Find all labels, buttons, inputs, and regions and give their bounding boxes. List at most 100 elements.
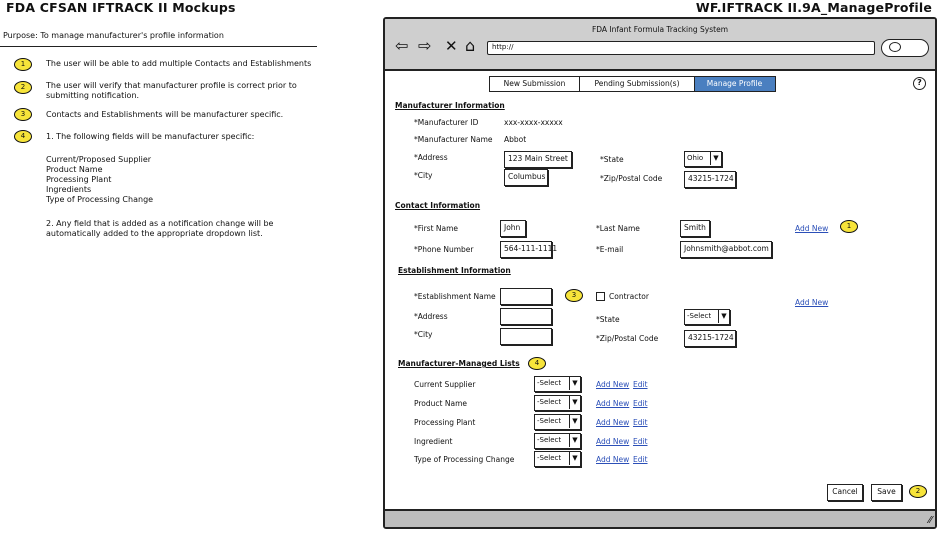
address-field[interactable]: 123 Main Street (504, 151, 572, 168)
email-label: *E-mail (596, 245, 624, 254)
processing-plant-edit-link[interactable]: Edit (633, 418, 648, 427)
tab-new-submission[interactable]: New Submission (488, 76, 581, 92)
ingredient-edit-link[interactable]: Edit (633, 437, 648, 446)
status-bar: ⁄⁄ (385, 509, 935, 527)
last-name-label: *Last Name (596, 224, 640, 233)
contractor-label: Contractor (609, 292, 649, 301)
callout-badge-1: 1 (840, 220, 858, 233)
search-icon (889, 42, 901, 52)
current-supplier-edit-link[interactable]: Edit (633, 380, 648, 389)
establishment-address-label: *Address (414, 312, 448, 321)
page-id: WF.IFTRACK II.9A_ManageProfile (695, 0, 932, 15)
chevron-down-icon: ▼ (718, 310, 729, 323)
establishment-zip-field[interactable]: 43215-1724 (684, 330, 736, 347)
product-name-select[interactable]: -Select ▼ (534, 395, 581, 411)
chevron-down-icon: ▼ (569, 396, 580, 409)
list-label-product-name: Product Name (414, 399, 467, 408)
resize-grip-icon[interactable]: ⁄⁄ (928, 515, 932, 526)
list-label-current-supplier: Current Supplier (414, 380, 476, 389)
callout-badge-2: 2 (909, 485, 927, 498)
list-item: Ingredients (46, 185, 92, 194)
zip-label: *Zip/Postal Code (600, 174, 663, 183)
chevron-down-icon: ▼ (569, 434, 580, 447)
note-4: 1. The following fields will be manufact… (46, 132, 255, 141)
tab-pending-submissions[interactable]: Pending Submission(s) (579, 76, 695, 92)
note-2: The user will verify that manufacturer p… (46, 81, 297, 100)
help-icon[interactable]: ? (913, 77, 926, 90)
note-1: The user will be able to add multiple Co… (46, 59, 312, 68)
select-value: -Select (537, 417, 562, 425)
state-select-value: Ohio (687, 154, 704, 162)
processing-change-add-new-link[interactable]: Add New (596, 455, 630, 464)
establishment-state-label: *State (596, 315, 620, 324)
processing-plant-select[interactable]: -Select ▼ (534, 414, 581, 430)
chevron-down-icon: ▼ (569, 377, 580, 390)
manufacturer-id-label: *Manufacturer ID (414, 118, 479, 127)
browser-chrome: FDA Infant Formula Tracking System ⇦ ⇨ ✕… (385, 19, 935, 71)
callout-badge-3: 3 (565, 289, 583, 302)
establishment-address-field[interactable] (500, 308, 552, 325)
last-name-field[interactable]: Smith (680, 220, 710, 237)
state-select[interactable]: Ohio ▼ (684, 151, 722, 167)
lists-heading: Manufacturer-Managed Lists (398, 359, 520, 368)
address-label: *Address (414, 153, 448, 162)
state-label: *State (600, 155, 624, 164)
select-value: -Select (537, 379, 562, 387)
search-input[interactable] (881, 39, 929, 57)
city-field[interactable]: Columbus (504, 169, 548, 186)
close-icon[interactable]: ✕ (445, 37, 458, 55)
contact-heading: Contact Information (395, 201, 481, 210)
product-name-edit-link[interactable]: Edit (633, 399, 648, 408)
chevron-down-icon: ▼ (569, 415, 580, 428)
tab-manage-profile[interactable]: Manage Profile (693, 76, 776, 92)
list-item: Current/Proposed Supplier (46, 155, 152, 164)
manufacturer-id-value: xxx-xxxx-xxxxx (504, 118, 563, 127)
chevron-down-icon: ▼ (710, 152, 721, 165)
purpose-text: Purpose: To manage manufacturer's profil… (3, 31, 224, 40)
url-input[interactable]: http:// (487, 41, 875, 55)
forward-arrow-icon[interactable]: ⇨ (418, 36, 432, 55)
note-4-list: Current/Proposed Supplier Product Name P… (46, 155, 316, 205)
save-button[interactable]: Save (871, 484, 902, 501)
select-value: -Select (537, 398, 562, 406)
first-name-label: *First Name (414, 224, 459, 233)
manufacturer-name-label: *Manufacturer Name (414, 135, 493, 144)
ingredient-add-new-link[interactable]: Add New (596, 437, 630, 446)
home-icon[interactable]: ⌂ (465, 36, 476, 55)
zip-field[interactable]: 43215-1724 (684, 171, 736, 188)
divider (0, 46, 317, 47)
establishment-city-field[interactable] (500, 328, 552, 345)
browser-window: FDA Infant Formula Tracking System ⇦ ⇨ ✕… (383, 17, 937, 529)
phone-field[interactable]: 564-111-1111 (500, 241, 557, 258)
window-title: FDA Infant Formula Tracking System (591, 25, 729, 34)
mockup-title: FDA CFSAN IFTRACK II Mockups (6, 0, 236, 15)
manufacturer-name-value: Abbot (504, 135, 527, 144)
establishment-name-label: *Establishment Name (414, 292, 496, 301)
current-supplier-add-new-link[interactable]: Add New (596, 380, 630, 389)
tab-bar: New Submission Pending Submission(s) Man… (488, 76, 776, 92)
processing-change-select[interactable]: -Select▼ (534, 451, 581, 467)
list-label-processing-change: Type of Processing Change (414, 455, 515, 464)
city-label: *City (414, 171, 433, 180)
back-arrow-icon[interactable]: ⇦ (395, 36, 409, 55)
list-label-ingredient: Ingredient (414, 437, 453, 446)
add-contact-link[interactable]: Add New (795, 224, 829, 233)
note-badge-3: 3 (14, 108, 32, 121)
callout-badge-4: 4 (528, 357, 546, 370)
establishment-name-field[interactable] (500, 288, 552, 305)
establishment-zip-label: *Zip/Postal Code (596, 334, 659, 343)
processing-plant-add-new-link[interactable]: Add New (596, 418, 630, 427)
cancel-button[interactable]: Cancel (827, 484, 863, 501)
ingredient-select[interactable]: -Select▼ (534, 433, 581, 449)
establishment-heading: Establishment Information (398, 266, 511, 275)
processing-change-edit-link[interactable]: Edit (633, 455, 648, 464)
note-badge-1: 1 (14, 58, 32, 71)
email-field[interactable]: Johnsmith@abbot.com (680, 241, 772, 258)
contractor-checkbox[interactable] (596, 292, 605, 301)
current-supplier-select[interactable]: -Select ▼ (534, 376, 581, 392)
first-name-field[interactable]: John (500, 220, 526, 237)
establishment-state-select[interactable]: -Select▼ (684, 309, 730, 325)
add-establishment-link[interactable]: Add New (795, 298, 829, 307)
note-badge-4: 4 (14, 130, 32, 143)
product-name-add-new-link[interactable]: Add New (596, 399, 630, 408)
